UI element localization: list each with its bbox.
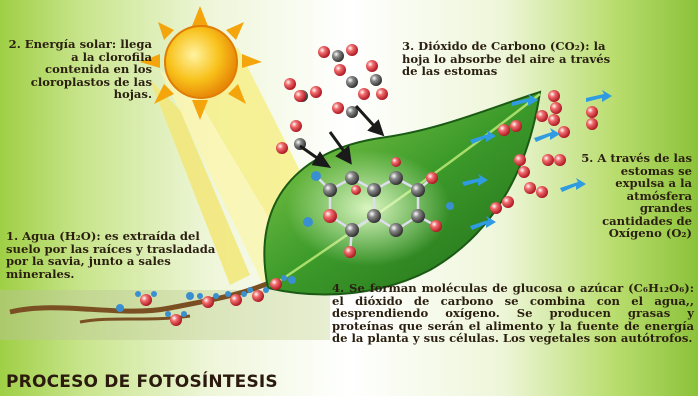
water-molecule-icon	[116, 275, 296, 326]
glucose-molecule-icon	[303, 157, 454, 258]
co2-molecule-icon	[276, 44, 388, 154]
soil-band	[0, 290, 330, 340]
o2-arrows	[462, 90, 612, 230]
o2-molecule-icon	[490, 90, 598, 214]
step-oxigeno: 5. A través de las estomas se expulsa a …	[581, 151, 692, 241]
diagram-title: PROCESO DE FOTOSÍNTESIS	[6, 372, 278, 392]
sun-icon	[140, 6, 262, 120]
co2-arrows	[299, 104, 385, 168]
step-agua: 1. Agua (H₂O): es extraída del suelo por…	[6, 229, 216, 281]
leaf-icon	[263, 90, 542, 296]
step-glucosa: 4. Se forman moléculas de glucosa o azúc…	[332, 281, 694, 346]
step-dioxido-carbono: 3. Dióxido de Carbono (CO₂): la hoja lo …	[402, 39, 611, 79]
step-energia-solar: 2. Energía solar: llega a la clorofila c…	[8, 37, 152, 102]
